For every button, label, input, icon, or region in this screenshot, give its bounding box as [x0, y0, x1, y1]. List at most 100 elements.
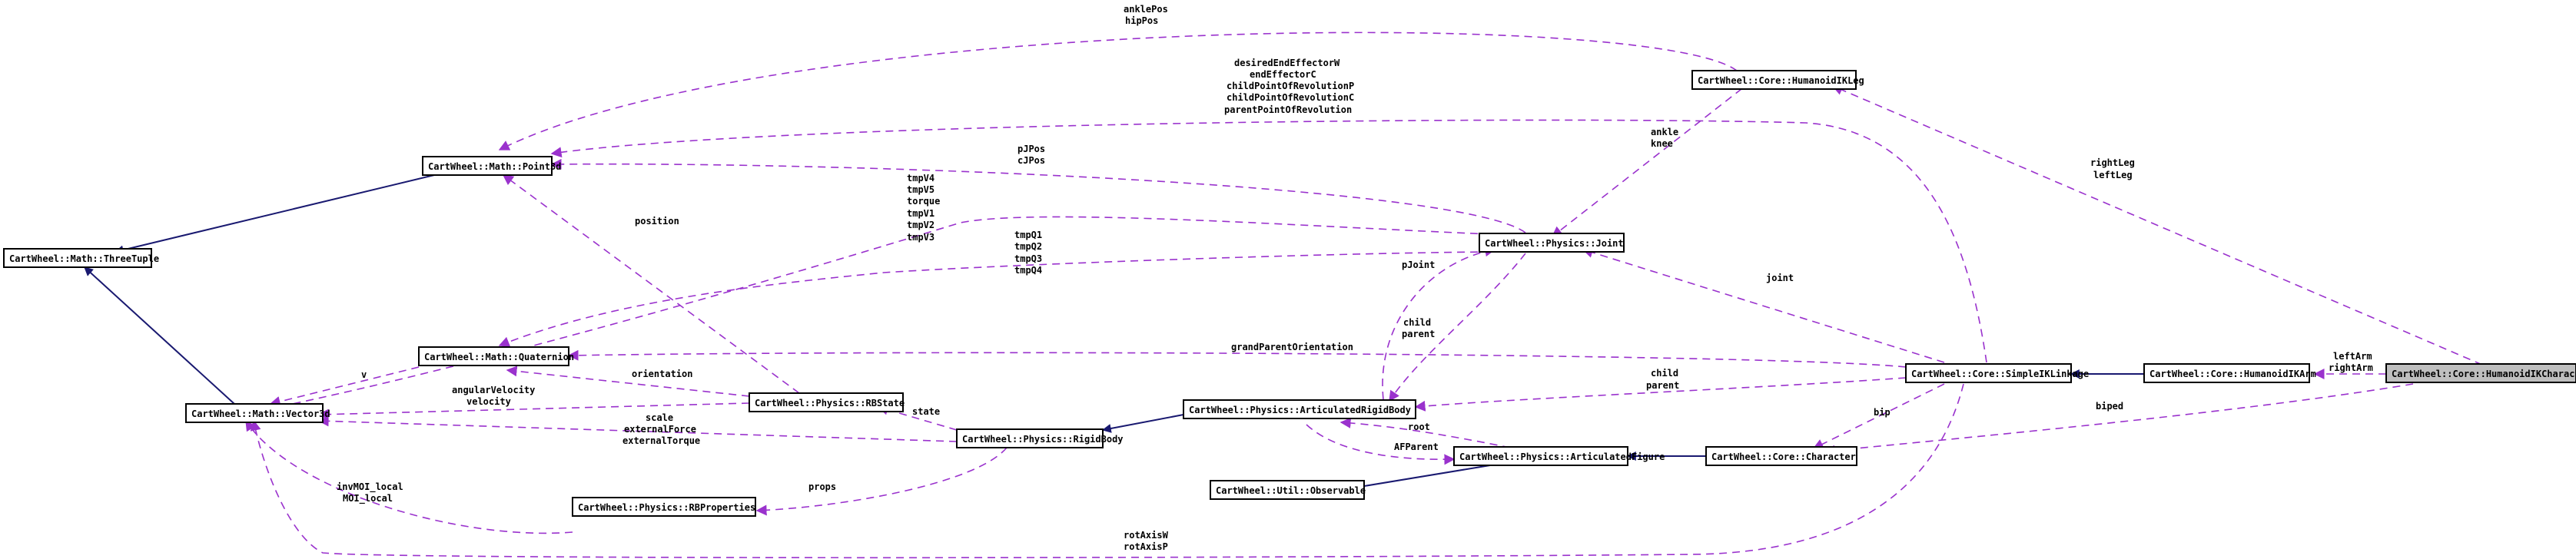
edge-simpleiklinkage-joint	[1582, 247, 1945, 363]
edge-humanoidikleg-ankle-knee	[1551, 80, 1753, 237]
edge-simpleiklinkage-child-parent	[1414, 377, 1907, 412]
label-child: child	[1403, 317, 1431, 328]
edge-articulatedfigure-inherits-observable	[1339, 464, 1495, 494]
label-moilocal: MOI_local	[343, 493, 393, 504]
node-humanoid-ik-leg[interactable]: CartWheel::Core::HumanoidIKLeg	[1691, 70, 1864, 90]
label-torque: torque	[907, 196, 940, 207]
node-label: CartWheel::Math::ThreeTuple	[9, 253, 159, 264]
label-child2: child	[1651, 368, 1678, 379]
edge-articulatedfigure-root	[1339, 417, 1511, 448]
label-childpointofrevolutionc: childPointOfRevolutionC	[1227, 92, 1354, 103]
label-parent: parent	[1402, 329, 1435, 339]
label-leftarm: leftArm	[2333, 351, 2372, 362]
node-character[interactable]: CartWheel::Core::Character	[1705, 446, 1857, 466]
node-label: CartWheel::Math::Point3d	[428, 161, 561, 172]
node-label: CartWheel::Physics::RBState	[755, 398, 905, 408]
label-hippos: hipPos	[1125, 15, 1158, 26]
edge-rbstate-position	[502, 174, 800, 394]
edge-quaternion-v	[269, 366, 420, 407]
edge-rigidbody-scale-externalforce	[317, 415, 958, 442]
label-parentpointofrevolution: parentPointOfRevolution	[1224, 104, 1352, 115]
label-orientation: orientation	[632, 369, 692, 379]
node-label: CartWheel::Core::HumanoidIKCharacter	[2392, 369, 2576, 379]
node-vector3d[interactable]: CartWheel::Math::Vector3d	[185, 403, 330, 423]
edge-joint-tmpv-torque	[269, 216, 1492, 412]
edge-point3d-inherits-threetuple	[114, 174, 435, 255]
node-articulated-rigid-body[interactable]: CartWheel::Physics::ArticulatedRigidBody	[1183, 399, 1416, 419]
label-biped: biped	[2096, 401, 2123, 412]
node-label: CartWheel::Core::Character	[1711, 452, 1856, 462]
label-rotaxisw: rotAxisW	[1124, 530, 1169, 541]
edge-vector3d-inherits-threetuple	[84, 266, 235, 405]
edge-joint-child-parent	[1389, 253, 1526, 402]
node-quaternion[interactable]: CartWheel::Math::Quaternion	[418, 346, 574, 366]
node-point3d[interactable]: CartWheel::Math::Point3d	[422, 156, 561, 176]
node-humanoid-ik-character[interactable]: CartWheel::Core::HumanoidIKCharacter	[2385, 363, 2576, 383]
label-tmpq3: tmpQ3	[1014, 253, 1042, 264]
node-label: CartWheel::Physics::ArticulatedFigure	[1459, 452, 1665, 462]
edges	[84, 31, 2483, 559]
label-leftleg: leftLeg	[2093, 170, 2133, 180]
label-afparent: AFParent	[1394, 442, 1439, 452]
label-position: position	[635, 216, 679, 227]
node-rb-properties[interactable]: CartWheel::Physics::RBProperties	[572, 497, 756, 517]
label-ankle: ankle	[1651, 127, 1678, 137]
label-invmoilocal: invMOI_local	[337, 481, 403, 493]
label-anklepos: anklePos	[1124, 4, 1168, 15]
label-childpointofrevolutionp: childPointOfRevolutionP	[1227, 81, 1354, 91]
label-desiredendeffectorw: desiredEndEffectorW	[1234, 58, 1340, 68]
label-parent2: parent	[1646, 380, 1679, 391]
node-label: CartWheel::Math::Quaternion	[424, 352, 574, 362]
edge-articulatedrigidbody-pjoint	[1382, 246, 1496, 400]
edge-rbstate-angularvelocity-velocity	[317, 402, 750, 420]
edge-articulatedrigidbody-inherits-rigidbody	[1101, 414, 1184, 433]
edge-articulatedrigidbody-afparent	[1306, 424, 1456, 465]
edge-simpleiklinkage-bip	[1812, 383, 1945, 449]
node-label: CartWheel::Math::Vector3d	[191, 408, 330, 419]
label-velocity: velocity	[466, 396, 511, 407]
label-root: root	[1408, 422, 1430, 432]
edge-labels: anklePos hipPos desiredEndEffectorW endE…	[337, 4, 2373, 552]
label-rotaxisp: rotAxisP	[1124, 541, 1168, 552]
label-externalforce: externalForce	[624, 424, 696, 435]
nodes: CartWheel::Math::ThreeTuple CartWheel::M…	[3, 70, 2576, 517]
node-label: CartWheel::Core::HumanoidIKArm	[2149, 369, 2316, 379]
label-pjpos: pJPos	[1017, 144, 1045, 154]
label-tmpv1: tmpV1	[907, 208, 934, 219]
label-tmpq2: tmpQ2	[1014, 241, 1042, 252]
node-label: CartWheel::Core::HumanoidIKLeg	[1698, 75, 1864, 86]
label-rightleg: rightLeg	[2090, 157, 2135, 168]
label-knee: knee	[1651, 138, 1673, 149]
node-label: CartWheel::Physics::Joint	[1485, 238, 1624, 249]
label-state: state	[912, 406, 940, 417]
edge-rigidbody-props	[755, 447, 1007, 516]
node-three-tuple[interactable]: CartWheel::Math::ThreeTuple	[3, 248, 159, 268]
label-tmpv3: tmpV3	[907, 232, 934, 243]
node-observable[interactable]: CartWheel::Util::Observable	[1210, 480, 1366, 500]
node-rigid-body[interactable]: CartWheel::Physics::RigidBody	[956, 428, 1124, 448]
edge-joint-tmpq	[498, 251, 1492, 347]
edge-humanoidikcharacter-biped	[1824, 383, 2414, 456]
node-humanoid-ik-arm[interactable]: CartWheel::Core::HumanoidIKArm	[2143, 363, 2316, 383]
edge-simpleiklinkage-rotaxis	[250, 383, 1964, 559]
node-label: CartWheel::Physics::ArticulatedRigidBody	[1189, 405, 1411, 415]
label-grandparentorientation: grandParentOrientation	[1231, 342, 1353, 352]
label-tmpv4: tmpV4	[907, 173, 934, 184]
edge-simpleiklinkage-desiredendeffector	[550, 119, 1987, 363]
label-endeffectorc: endEffectorC	[1250, 69, 1316, 80]
edge-humanoidikcharacter-rightleg-leftleg	[1831, 84, 2483, 366]
node-simple-ik-linkage[interactable]: CartWheel::Core::SimpleIKLinkage	[1905, 363, 2089, 383]
label-tmpv2: tmpV2	[907, 220, 934, 230]
edge-simpleiklinkage-grandparentorientation	[567, 349, 1907, 368]
label-joint: joint	[1766, 273, 1794, 283]
edge-rbstate-orientation	[506, 366, 750, 397]
node-label: CartWheel::Physics::RigidBody	[962, 434, 1124, 445]
node-rb-state[interactable]: CartWheel::Physics::RBState	[749, 392, 905, 412]
label-externaltorque: externalTorque	[622, 435, 700, 446]
label-scale: scale	[646, 412, 673, 423]
label-pjoint: pJoint	[1402, 260, 1435, 270]
edge-humanoidikleg-anklepos-hippos	[498, 31, 1738, 150]
node-joint[interactable]: CartWheel::Physics::Joint	[1479, 233, 1625, 253]
node-articulated-figure[interactable]: CartWheel::Physics::ArticulatedFigure	[1453, 446, 1665, 466]
